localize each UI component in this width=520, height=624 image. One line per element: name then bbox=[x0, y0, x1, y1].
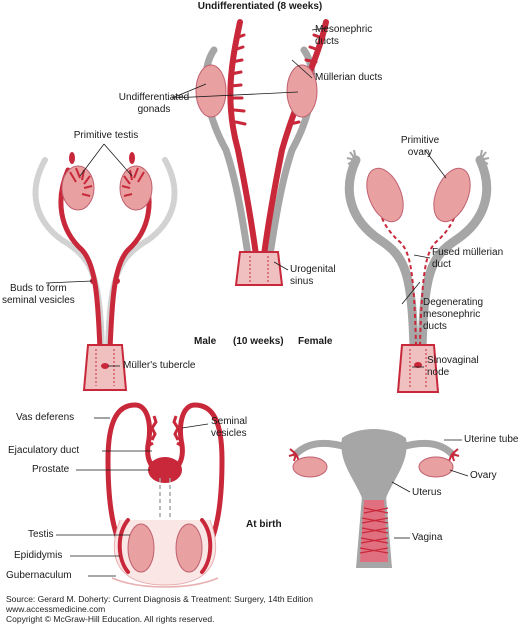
label-vas-deferens: Vas deferens bbox=[16, 412, 75, 423]
label-gubernaculum: Gubernaculum bbox=[6, 570, 72, 581]
source-citation: Source: Gerard M. Doherty: Current Diagn… bbox=[6, 594, 313, 604]
source-copyright: Copyright © McGraw-Hill Education. All r… bbox=[6, 614, 215, 624]
seminal-vesicle-left bbox=[147, 415, 158, 448]
vaginal-rugae bbox=[359, 507, 389, 554]
fimbria-birth-left bbox=[288, 448, 300, 462]
gubernaculum-line bbox=[111, 577, 219, 588]
label-degenerating-mesonephric-2: mesonephric bbox=[423, 309, 481, 320]
label-primitive-testis: Primitive testis bbox=[73, 130, 139, 141]
undiff-mullerian-duct-right bbox=[261, 19, 329, 258]
label-uterine-tube: Uterine tube bbox=[464, 434, 519, 445]
label-urogenital-sinus-1: Urogenital bbox=[290, 264, 336, 275]
seminal-vesicle-right bbox=[172, 415, 183, 448]
label-buds-seminal-vesicles-1: Buds to form bbox=[10, 283, 67, 294]
female-urogenital-sinus bbox=[396, 344, 440, 393]
label-seminal-vesicles-1: Seminal bbox=[211, 416, 248, 427]
label-uterus: Uterus bbox=[412, 487, 442, 498]
vas-deferens-right bbox=[165, 402, 225, 563]
label-sinovaginal-node-1: Sinovaginal bbox=[427, 355, 479, 366]
label-fused-mullerian-duct-1: Fused müllerian bbox=[432, 247, 504, 258]
female-at-birth bbox=[288, 429, 460, 568]
label-mesonephric-ducts-2: ducts bbox=[315, 36, 339, 47]
seminal-vesicle-bud-left bbox=[90, 278, 96, 284]
undifferentiated-stage bbox=[195, 19, 329, 286]
label-testis: Testis bbox=[28, 529, 54, 540]
primitive-testis-left bbox=[61, 165, 95, 211]
testis-tubules-left bbox=[69, 167, 93, 197]
label-undifferentiated-gonads-2: gonads bbox=[137, 104, 171, 115]
stage-label-ten-weeks: (10 weeks) bbox=[233, 336, 284, 347]
uterus bbox=[341, 429, 407, 498]
female-mullerian-duct-left bbox=[344, 155, 419, 355]
label-urogenital-sinus-2: sinus bbox=[290, 276, 314, 287]
male-10-weeks bbox=[32, 152, 178, 391]
label-primitive-ovary-2: ovary bbox=[407, 147, 433, 158]
fimbria-birth-right bbox=[448, 448, 460, 462]
testis-left bbox=[127, 523, 155, 573]
undiff-mullerian-duct-left bbox=[227, 19, 259, 258]
label-ejaculatory-duct: Ejaculatory duct bbox=[8, 445, 80, 456]
female-mullerian-duct-right bbox=[417, 155, 492, 355]
label-sinovaginal-node-2: node bbox=[427, 367, 450, 378]
mullers-tubercle bbox=[101, 363, 109, 369]
female-degenerating-mesonephric-right bbox=[419, 169, 461, 346]
ovary-right bbox=[418, 456, 454, 478]
label-degenerating-mesonephric-1: Degenerating bbox=[423, 297, 484, 308]
undiff-gonad-right bbox=[286, 64, 318, 118]
label-primitive-ovary-1: Primitive bbox=[400, 135, 440, 146]
label-seminal-vesicles-2: vesicles bbox=[211, 428, 247, 439]
undiff-tubules-left bbox=[229, 33, 247, 126]
sinovaginal-node bbox=[414, 362, 422, 368]
label-epididymis: Epididymis bbox=[14, 550, 63, 561]
undiff-urogenital-sinus bbox=[234, 251, 284, 286]
label-mullers-tubercle: Müller's tubercle bbox=[123, 360, 196, 371]
source-website: www.accessmedicine.com bbox=[6, 604, 106, 614]
label-mesonephric-ducts-1: Mesonephric bbox=[315, 24, 373, 35]
label-undifferentiated-gonads-1: Undifferentiated bbox=[118, 92, 190, 103]
epididymis-left bbox=[117, 518, 130, 574]
male-mesonephric-duct-left bbox=[58, 167, 103, 353]
stage-title-undifferentiated: Undifferentiated (8 weeks) bbox=[197, 1, 323, 12]
label-degenerating-mesonephric-3: ducts bbox=[423, 321, 447, 332]
seminal-vesicle-bud-right bbox=[114, 278, 120, 284]
epididymis-right bbox=[200, 518, 213, 574]
primitive-ovary-right bbox=[433, 167, 471, 223]
ovary-left bbox=[292, 456, 328, 478]
leader-lines bbox=[45, 27, 469, 577]
prostate bbox=[148, 457, 182, 483]
label-fused-mullerian-duct-2: duct bbox=[432, 259, 451, 270]
vas-deferens-left bbox=[105, 402, 165, 563]
label-mullerian-ducts: Müllerian ducts bbox=[315, 72, 383, 83]
primitive-ovary-left bbox=[366, 167, 404, 223]
stage-label-female: Female bbox=[298, 336, 333, 347]
label-prostate: Prostate bbox=[32, 464, 70, 475]
female-10-weeks bbox=[344, 149, 492, 393]
fimbria-left bbox=[346, 149, 357, 165]
label-vagina: Vagina bbox=[412, 532, 443, 543]
female-degenerating-mesonephric-left bbox=[375, 169, 417, 346]
fimbria-right bbox=[479, 149, 490, 165]
stage-label-male: Male bbox=[194, 336, 217, 347]
label-buds-seminal-vesicles-2: seminal vesicles bbox=[2, 295, 75, 306]
stage-label-at-birth: At birth bbox=[246, 519, 282, 530]
male-at-birth bbox=[105, 402, 225, 588]
undiff-gonad-left bbox=[195, 64, 227, 118]
label-ovary: Ovary bbox=[470, 470, 497, 481]
testis-right bbox=[175, 523, 203, 573]
primitive-testis-right bbox=[119, 165, 153, 211]
